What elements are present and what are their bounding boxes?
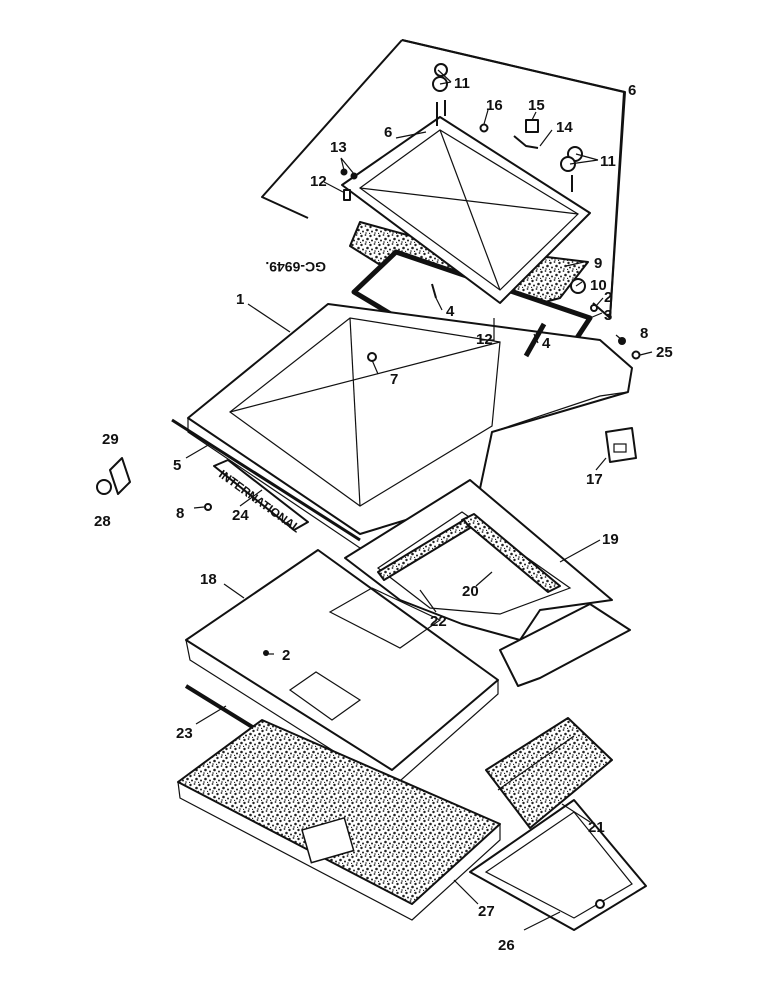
callout-labels: 1 2 2 3 4 4 5 6 6 7 8 8 9 10 11 11 12 12… xyxy=(94,75,673,954)
callout-28: 28 xyxy=(94,513,111,530)
hardware xyxy=(96,63,641,656)
callout-6: 6 xyxy=(384,124,392,141)
callout-26: 26 xyxy=(498,937,515,954)
callout-23: 23 xyxy=(176,725,193,742)
roof-panel-1-inner xyxy=(229,317,501,507)
hatch-lid-rib xyxy=(359,187,579,215)
callout-5: 5 xyxy=(173,457,181,474)
callout-3: 3 xyxy=(604,307,612,324)
callout-14: 14 xyxy=(556,119,573,136)
callout-21: 21 xyxy=(588,819,605,836)
frame-19 xyxy=(344,479,613,641)
callout-4: 4 xyxy=(542,335,551,352)
callout-2: 2 xyxy=(604,289,612,306)
deflector-19 xyxy=(499,603,631,687)
roof-panel-rib xyxy=(349,317,361,507)
callout-11: 11 xyxy=(600,153,616,170)
callout-8: 8 xyxy=(640,325,648,342)
drawing-code: GC-6949. xyxy=(265,259,326,275)
trim-frame-26-inner xyxy=(484,811,633,919)
foam-strip-20 xyxy=(461,513,561,593)
callout-1: 1 xyxy=(236,291,244,308)
insulation-mat-27 xyxy=(177,719,501,905)
callout-12: 12 xyxy=(476,331,493,348)
frame-19-opening xyxy=(376,511,572,615)
callout-8: 8 xyxy=(176,505,184,522)
panel-21-fold xyxy=(497,735,575,791)
insulation-mat-27-edge xyxy=(177,781,501,921)
moulding-strip-5 xyxy=(171,418,361,542)
callout-12: 12 xyxy=(310,173,327,190)
callout-10: 10 xyxy=(590,277,607,294)
callout-13: 13 xyxy=(330,139,347,156)
callout-29: 29 xyxy=(102,431,119,448)
headliner-18-recess xyxy=(328,587,442,649)
callout-20: 20 xyxy=(462,583,479,600)
hatch-lid-6 xyxy=(341,116,591,304)
callout-24: 24 xyxy=(232,507,249,524)
callout-6: 6 xyxy=(628,82,636,99)
foam-strip-22 xyxy=(377,519,471,581)
callout-15: 15 xyxy=(528,97,545,114)
headliner-18-slot xyxy=(288,671,362,721)
group-6-boundary-lines xyxy=(261,39,625,319)
callout-22: 22 xyxy=(430,613,447,630)
callout-18: 18 xyxy=(200,571,217,588)
roof-panel-rib xyxy=(229,341,501,413)
callout-17: 17 xyxy=(586,471,603,488)
trim-frame-hole xyxy=(595,899,605,909)
callout-19: 19 xyxy=(602,531,619,548)
panel-21 xyxy=(485,717,613,829)
callout-7: 7 xyxy=(390,371,398,388)
callout-2: 2 xyxy=(282,647,290,664)
insulation-mat-27-cutout xyxy=(301,816,355,864)
callout-16: 16 xyxy=(486,97,503,114)
callout-25: 25 xyxy=(656,344,673,361)
callout-4: 4 xyxy=(446,303,455,320)
trim-frame-26 xyxy=(469,799,647,931)
callout-9: 9 xyxy=(594,255,602,272)
callout-27: 27 xyxy=(478,903,495,920)
leader-lines xyxy=(185,69,653,931)
roof-panel-rear-face xyxy=(491,391,629,433)
callout-11: 11 xyxy=(454,75,470,92)
hatch-lid-rib xyxy=(439,129,501,291)
